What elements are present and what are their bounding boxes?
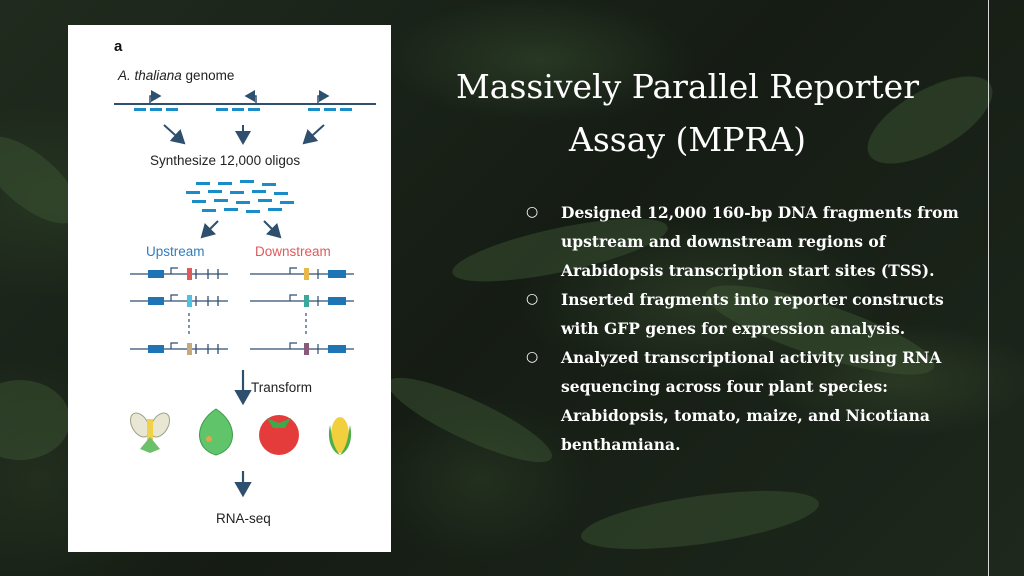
downstream-label: Downstream xyxy=(255,244,331,259)
upstream-constructs xyxy=(130,267,228,355)
slide-title: Massively Parallel Reporter Assay (MPRA) xyxy=(456,67,919,159)
tss-arrows xyxy=(149,90,330,104)
rnaseq-label: RNA-seq xyxy=(216,511,271,526)
bullet-item: ○ Designed 12,000 160-bp DNA fragments f… xyxy=(522,198,962,285)
panel-label: a xyxy=(114,38,123,55)
upstream-label: Upstream xyxy=(146,244,205,259)
bullet-text: Inserted fragments into reporter constru… xyxy=(561,290,944,338)
bullet-marker: ○ xyxy=(526,349,539,365)
genome-fragments xyxy=(134,108,352,111)
arrows-to-synthesis xyxy=(163,124,325,145)
bullet-list: ○ Designed 12,000 160-bp DNA fragments f… xyxy=(522,198,962,459)
mpra-figure: a A. thaliana genome Synthesize 12,000 o… xyxy=(68,25,391,552)
bullet-text: Analyzed transcriptional activity using … xyxy=(561,348,942,454)
arabidopsis-icon xyxy=(130,412,170,453)
bullet-marker: ○ xyxy=(526,204,539,220)
maize-icon xyxy=(328,417,352,455)
slide-divider-line xyxy=(988,0,989,576)
downstream-constructs xyxy=(250,267,354,355)
arrows-to-libraries xyxy=(200,220,282,239)
nicotiana-leaf-icon xyxy=(199,408,233,456)
bullet-item: ○ Analyzed transcriptional activity usin… xyxy=(522,343,962,459)
genome-label: A. thaliana genome xyxy=(117,68,234,83)
bullet-item: ○ Inserted fragments into reporter const… xyxy=(522,285,962,343)
bullet-marker: ○ xyxy=(526,291,539,307)
synthesize-label: Synthesize 12,000 oligos xyxy=(150,153,300,168)
transform-label: Transform xyxy=(251,380,312,395)
bullet-text: Designed 12,000 160-bp DNA fragments fro… xyxy=(561,203,959,280)
tomato-icon xyxy=(259,415,299,455)
oligo-pool xyxy=(186,180,294,213)
